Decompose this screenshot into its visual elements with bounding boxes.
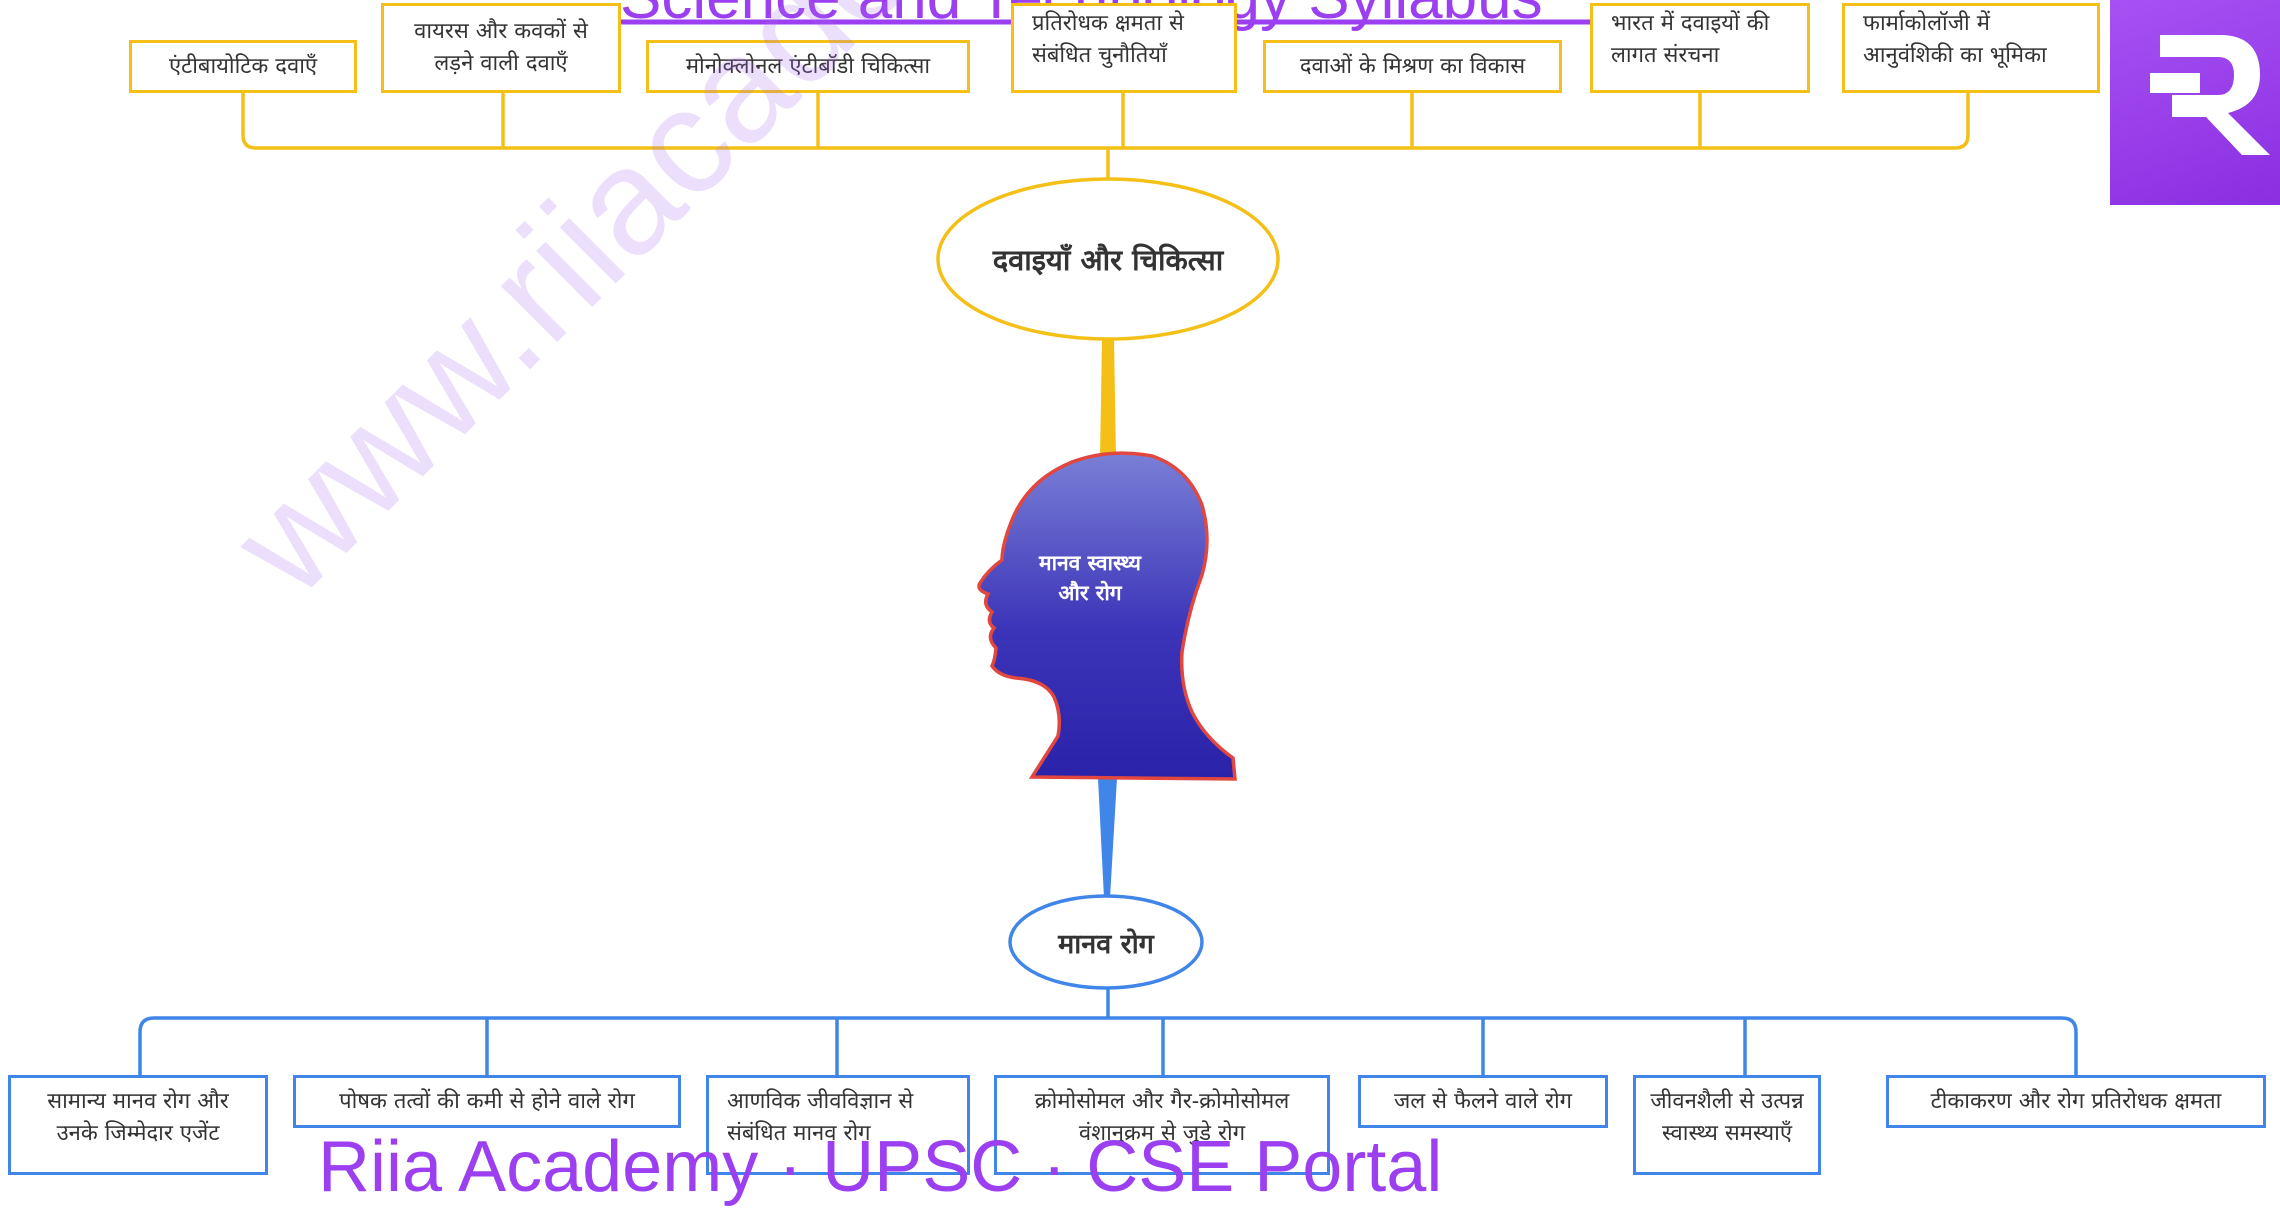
top-item-7[interactable]: फार्माकोलॉजी में आनुवंशिकी का भूमिका [1842, 3, 2100, 93]
item-label-line2: संबंधित मानव रोग [727, 1120, 871, 1146]
center-node-label[interactable]: मानव स्वास्थ्य और रोग [1000, 548, 1180, 609]
top-item-6[interactable]: भारत में दवाइयों की लागत संरचना [1590, 3, 1810, 93]
item-label-line1: सामान्य मानव रोग और [47, 1089, 229, 1114]
item-label-line1: प्रतिरोधक क्षमता से [1032, 11, 1184, 36]
item-label: मोनोक्लोनल एंटीबॉडी चिकित्सा [685, 53, 931, 79]
top-item-5[interactable]: दवाओं के मिश्रण का विकास [1263, 40, 1562, 93]
bottom-item-1[interactable]: सामान्य मानव रोग और उनके जिम्मेदार एजेंट [8, 1075, 268, 1175]
item-label-line1: भारत में दवाइयों की [1611, 11, 1770, 36]
bottom-item-6[interactable]: जीवनशैली से उत्पन्न स्वास्थ्य समस्याएँ [1633, 1075, 1821, 1175]
top-item-2[interactable]: वायरस और कवकों से लड़ने वाली दवाएँ [381, 3, 621, 93]
item-label: जल से फैलने वाले रोग [1393, 1088, 1573, 1114]
bottom-branch-title[interactable]: मानव रोग [1058, 928, 1154, 960]
item-label: दवाओं के मिश्रण का विकास [1299, 53, 1526, 79]
item-label-line1: जीवनशैली से उत्पन्न [1650, 1089, 1804, 1114]
riia-logo-icon [2150, 35, 2270, 155]
item-label-line2: संबंधित चुनौतियाँ [1032, 42, 1167, 68]
bottom-ellipse [1008, 894, 1204, 990]
item-label-line1: आणविक जीवविज्ञान से [727, 1089, 914, 1114]
bottom-spike [1098, 778, 1117, 898]
item-label-line2: लड़ने वाली दवाएँ [434, 51, 568, 76]
bottom-connectors [138, 988, 2078, 1075]
top-item-3[interactable]: मोनोक्लोनल एंटीबॉडी चिकित्सा [646, 40, 970, 93]
center-label-line1: मानव स्वास्थ्य [1039, 550, 1141, 575]
item-label: टीकाकरण और रोग प्रतिरोधक क्षमता [1930, 1088, 2222, 1114]
item-label-line2: वंशानुक्रम से जुड़े रोग [1078, 1120, 1246, 1146]
item-label-line2: लागत संरचना [1611, 42, 1720, 68]
mind-map-canvas [138, 19, 2078, 1075]
bottom-item-4[interactable]: क्रोमोसोमल और गैर-क्रोमोसोमल वंशानुक्रम … [994, 1075, 1330, 1175]
top-branch-title[interactable]: दवाइयाँ और चिकित्सा [992, 242, 1224, 277]
footer-banner: Riia Academy · UPSC · CSE Portal [318, 1127, 1443, 1207]
item-label-line1: वायरस और कवकों से [414, 19, 588, 45]
bottom-item-7[interactable]: टीकाकरण और रोग प्रतिरोधक क्षमता [1886, 1075, 2266, 1128]
item-label-line2: स्वास्थ्य समस्याएँ [1661, 1120, 1793, 1146]
item-label-line1: फार्माकोलॉजी में [1863, 11, 1990, 36]
riia-logo[interactable] [2110, 0, 2280, 205]
top-connectors [241, 92, 1970, 178]
top-item-4[interactable]: प्रतिरोधक क्षमता से संबंधित चुनौतियाँ [1011, 3, 1237, 93]
bottom-item-2[interactable]: पोषक तत्वों की कमी से होने वाले रोग [293, 1075, 681, 1128]
top-item-1[interactable]: एंटीबायोटिक दवाएँ [129, 40, 357, 93]
item-label-line2: आनुवंशिकी का भूमिका [1863, 42, 2047, 68]
center-label-line2: और रोग [1058, 580, 1122, 606]
top-ellipse [936, 177, 1280, 341]
head-silhouette [977, 451, 1237, 781]
top-spike [1100, 338, 1116, 458]
bottom-item-5[interactable]: जल से फैलने वाले रोग [1358, 1075, 1608, 1128]
item-label-line1: क्रोमोसोमल और गैर-क्रोमोसोमल [1034, 1089, 1290, 1114]
item-label: पोषक तत्वों की कमी से होने वाले रोग [339, 1088, 635, 1114]
item-label-line2: उनके जिम्मेदार एजेंट [56, 1120, 220, 1146]
item-label: एंटीबायोटिक दवाएँ [168, 53, 318, 79]
